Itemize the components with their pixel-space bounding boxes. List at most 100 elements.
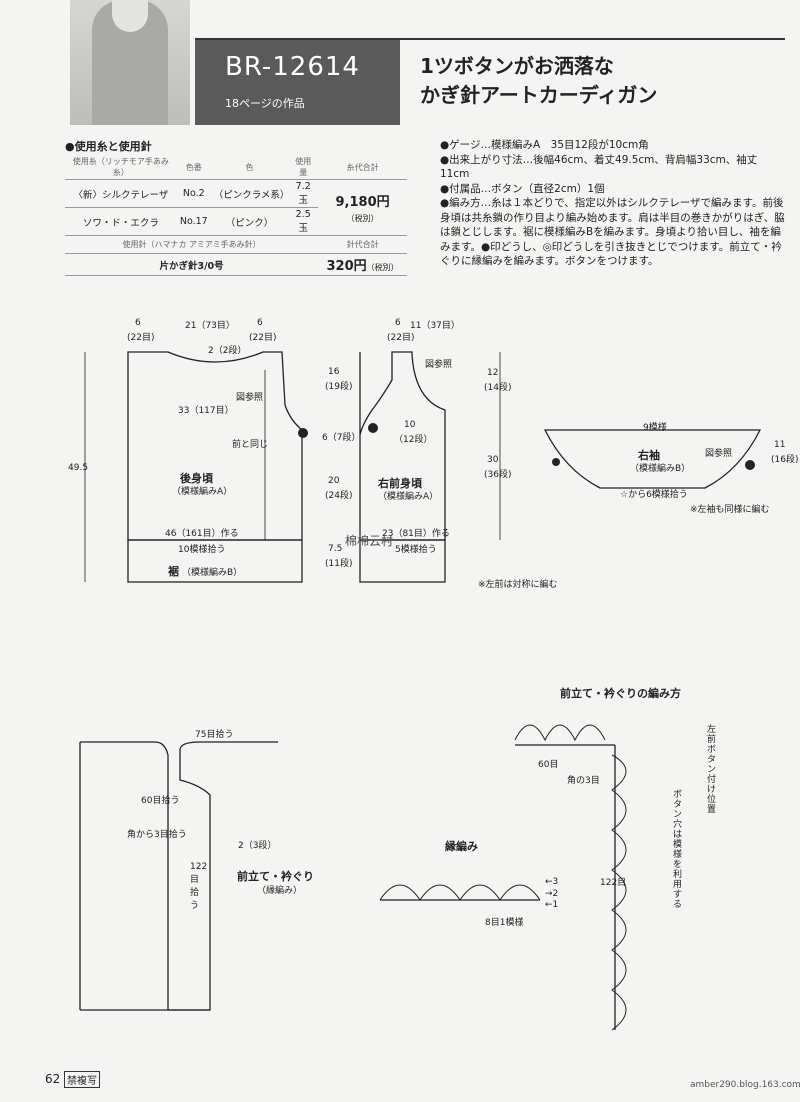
- back-pickup: 10模様拾う: [178, 545, 226, 555]
- yarn-name: 〈新〉シルクテレーザ: [65, 179, 177, 208]
- yarn-price-cell: 9,180円 （税別）: [318, 179, 407, 236]
- band-pattern: （縁編み）: [257, 886, 303, 896]
- copy-prohibited-badge: 禁複写: [64, 1071, 100, 1088]
- pattern-code: BR-12614: [225, 52, 360, 82]
- front-shoulder: 6: [395, 318, 401, 328]
- band-pick-corner: 角から3目拾う: [127, 830, 187, 840]
- source-url: amber290.blog.163.com: [690, 1080, 800, 1090]
- needle-name: 片かぎ針3/0号: [65, 253, 319, 276]
- chart-button-pos: 左前ボタン付け位置: [707, 725, 717, 815]
- yarn-number: No.2: [176, 179, 211, 208]
- back-right-shoulder: 6: [257, 318, 263, 328]
- yarn-number: No.17: [176, 207, 211, 236]
- needle-price-header: 針代合計: [318, 235, 407, 254]
- pattern-page-ref: 18ページの作品: [225, 97, 305, 110]
- model-face: [112, 0, 148, 32]
- pattern-code-box: [195, 40, 400, 125]
- materials-header-row: 使用糸（リッチモア手あみ糸） 色番 色 使用量 糸代合計: [65, 155, 407, 180]
- back-left-shoulder: 6: [135, 318, 141, 328]
- col-number: 色番: [176, 155, 211, 180]
- back-chest: 33（117目）: [178, 406, 234, 416]
- front-ref-note: 図参照: [425, 360, 453, 370]
- front-pickup: 5模様拾う: [395, 545, 437, 555]
- front-armhole-sub: (19段): [325, 382, 353, 392]
- spec-size: ●出来上がり寸法…後幅46cm、着丈49.5cm、背肩幅33cm、袖丈11cm: [440, 153, 758, 181]
- title-line-2: かぎ針アートカーディガン: [420, 83, 658, 107]
- yarn-row: 〈新〉シルクテレーザ No.2 （ピンクラメ系） 7.2玉 9,180円 （税別）: [65, 179, 407, 236]
- sleeve-outline: [543, 429, 762, 489]
- back-left-shoulder-sub: (22目): [127, 333, 155, 343]
- sleeve-bottom: ☆から6模様拾う: [620, 490, 688, 500]
- materials-table: 使用糸（リッチモア手あみ糸） 色番 色 使用量 糸代合計 〈新〉シルクテレーザ …: [65, 155, 407, 276]
- edge-chart-arcs: [379, 884, 541, 901]
- band-pick-length: 122目拾う: [190, 862, 208, 911]
- band-chart-arcs: [514, 724, 627, 1031]
- band-width: 2（3段）: [238, 841, 277, 851]
- yarn-tax: （税別）: [346, 213, 379, 223]
- yarn-price: 9,180円: [335, 194, 390, 210]
- back-body-pattern: （模様編みA）: [172, 487, 233, 497]
- front-armhole: 16: [328, 367, 340, 377]
- yarn-row: ソワ・ド・エクラ No.17 （ピンク） 2.5玉: [65, 207, 407, 236]
- spec-gauge: ●ゲージ…模様編みA 35目12段が10cm角: [440, 139, 649, 151]
- col-amount: 使用量: [288, 155, 319, 180]
- yarn-amount: 7.2玉: [288, 179, 319, 208]
- chart-label-122: 122目: [600, 878, 627, 888]
- back-hem-pattern: （模様編みB）: [182, 568, 243, 578]
- edge-repeat: 8目1模様: [485, 918, 524, 928]
- back-right-shoulder-sub: (22目): [249, 333, 277, 343]
- col-yarn: 使用糸（リッチモア手あみ糸）: [65, 155, 177, 180]
- front-body-pattern: （模様編みA）: [378, 492, 439, 502]
- yarn-name: ソワ・ド・エクラ: [65, 207, 177, 236]
- needle-row: 片かぎ針3/0号 320円（税別）: [65, 253, 407, 276]
- needle-tax: （税別）: [366, 263, 399, 272]
- pattern-title: 1ツボタンがお洒落な かぎ針アートカーディガン: [420, 52, 657, 110]
- chart-button-hole: ボタン穴は模様を利用する: [673, 790, 683, 910]
- edge-title: 縁編み: [445, 840, 478, 853]
- band-outline: [80, 741, 278, 1011]
- back-start: 46（161目）作る: [165, 529, 239, 539]
- needle-header: 使用針（ハマナカ アミアミ手あみ針）: [65, 235, 319, 254]
- header-banner: [195, 38, 785, 127]
- back-neck-depth: 2（2段）: [208, 346, 247, 356]
- sleeve-ref-note: 図参照: [705, 449, 733, 459]
- needle-header-row: 使用針（ハマナカ アミアミ手あみ針） 針代合計: [65, 235, 407, 254]
- col-price: 糸代合計: [318, 155, 407, 180]
- front-hem: 7.5: [328, 544, 343, 554]
- front-hem-outline: [359, 539, 446, 583]
- watermark: 棉棉云村: [345, 534, 394, 548]
- spec-accessories: ●付属品…ボタン（直径2cm）1個: [440, 182, 605, 195]
- band-name: 前立て・衿ぐり: [237, 870, 314, 883]
- instructions: ●ゲージ…模様編みA 35目12段が10cm角 ●出来上がり寸法…後幅46cm、…: [440, 138, 785, 269]
- back-length: 49.5: [68, 463, 89, 473]
- sleeve-name: 右袖: [638, 449, 660, 462]
- back-hem-outline: [127, 539, 303, 583]
- sleeve-side: 11: [774, 440, 786, 450]
- front-body-name: 右前身頃: [378, 477, 422, 490]
- front-upper: 12: [487, 368, 499, 378]
- yarn-color: （ピンクラメ系）: [210, 179, 289, 208]
- model-photo: [70, 0, 190, 125]
- needle-price-cell: 320円（税別）: [318, 253, 407, 276]
- col-color: 色: [210, 155, 289, 180]
- sleeve-left-note: ※左袖も同様に編む: [690, 505, 770, 515]
- edge-row-3: ←3: [545, 877, 559, 887]
- front-hem-sub: (11段): [325, 559, 353, 569]
- front-neck-depth: 10: [404, 420, 416, 430]
- materials-heading: ●使用糸と使用針: [65, 140, 152, 153]
- title-line-1: 1ツボタンがお洒落な: [420, 54, 614, 78]
- sleeve-pattern: （模様編みB）: [630, 464, 691, 474]
- front-side: 20: [328, 476, 340, 486]
- front-arm-mid: 6（7段）: [322, 433, 361, 443]
- yarn-amount: 2.5玉: [288, 207, 319, 236]
- needle-price: 320円: [326, 259, 367, 274]
- edge-row-2: →2: [545, 889, 559, 899]
- front-total: 30: [487, 455, 499, 465]
- chart-title: 前立て・衿ぐりの編み方: [560, 687, 681, 700]
- front-side-sub: (24段): [325, 491, 353, 501]
- back-body-name: 後身頃: [180, 472, 213, 485]
- front-start: 23（81目）作る: [382, 529, 450, 539]
- back-hem-name: 裾: [168, 565, 179, 578]
- band-pick-side: 60目拾う: [141, 796, 180, 806]
